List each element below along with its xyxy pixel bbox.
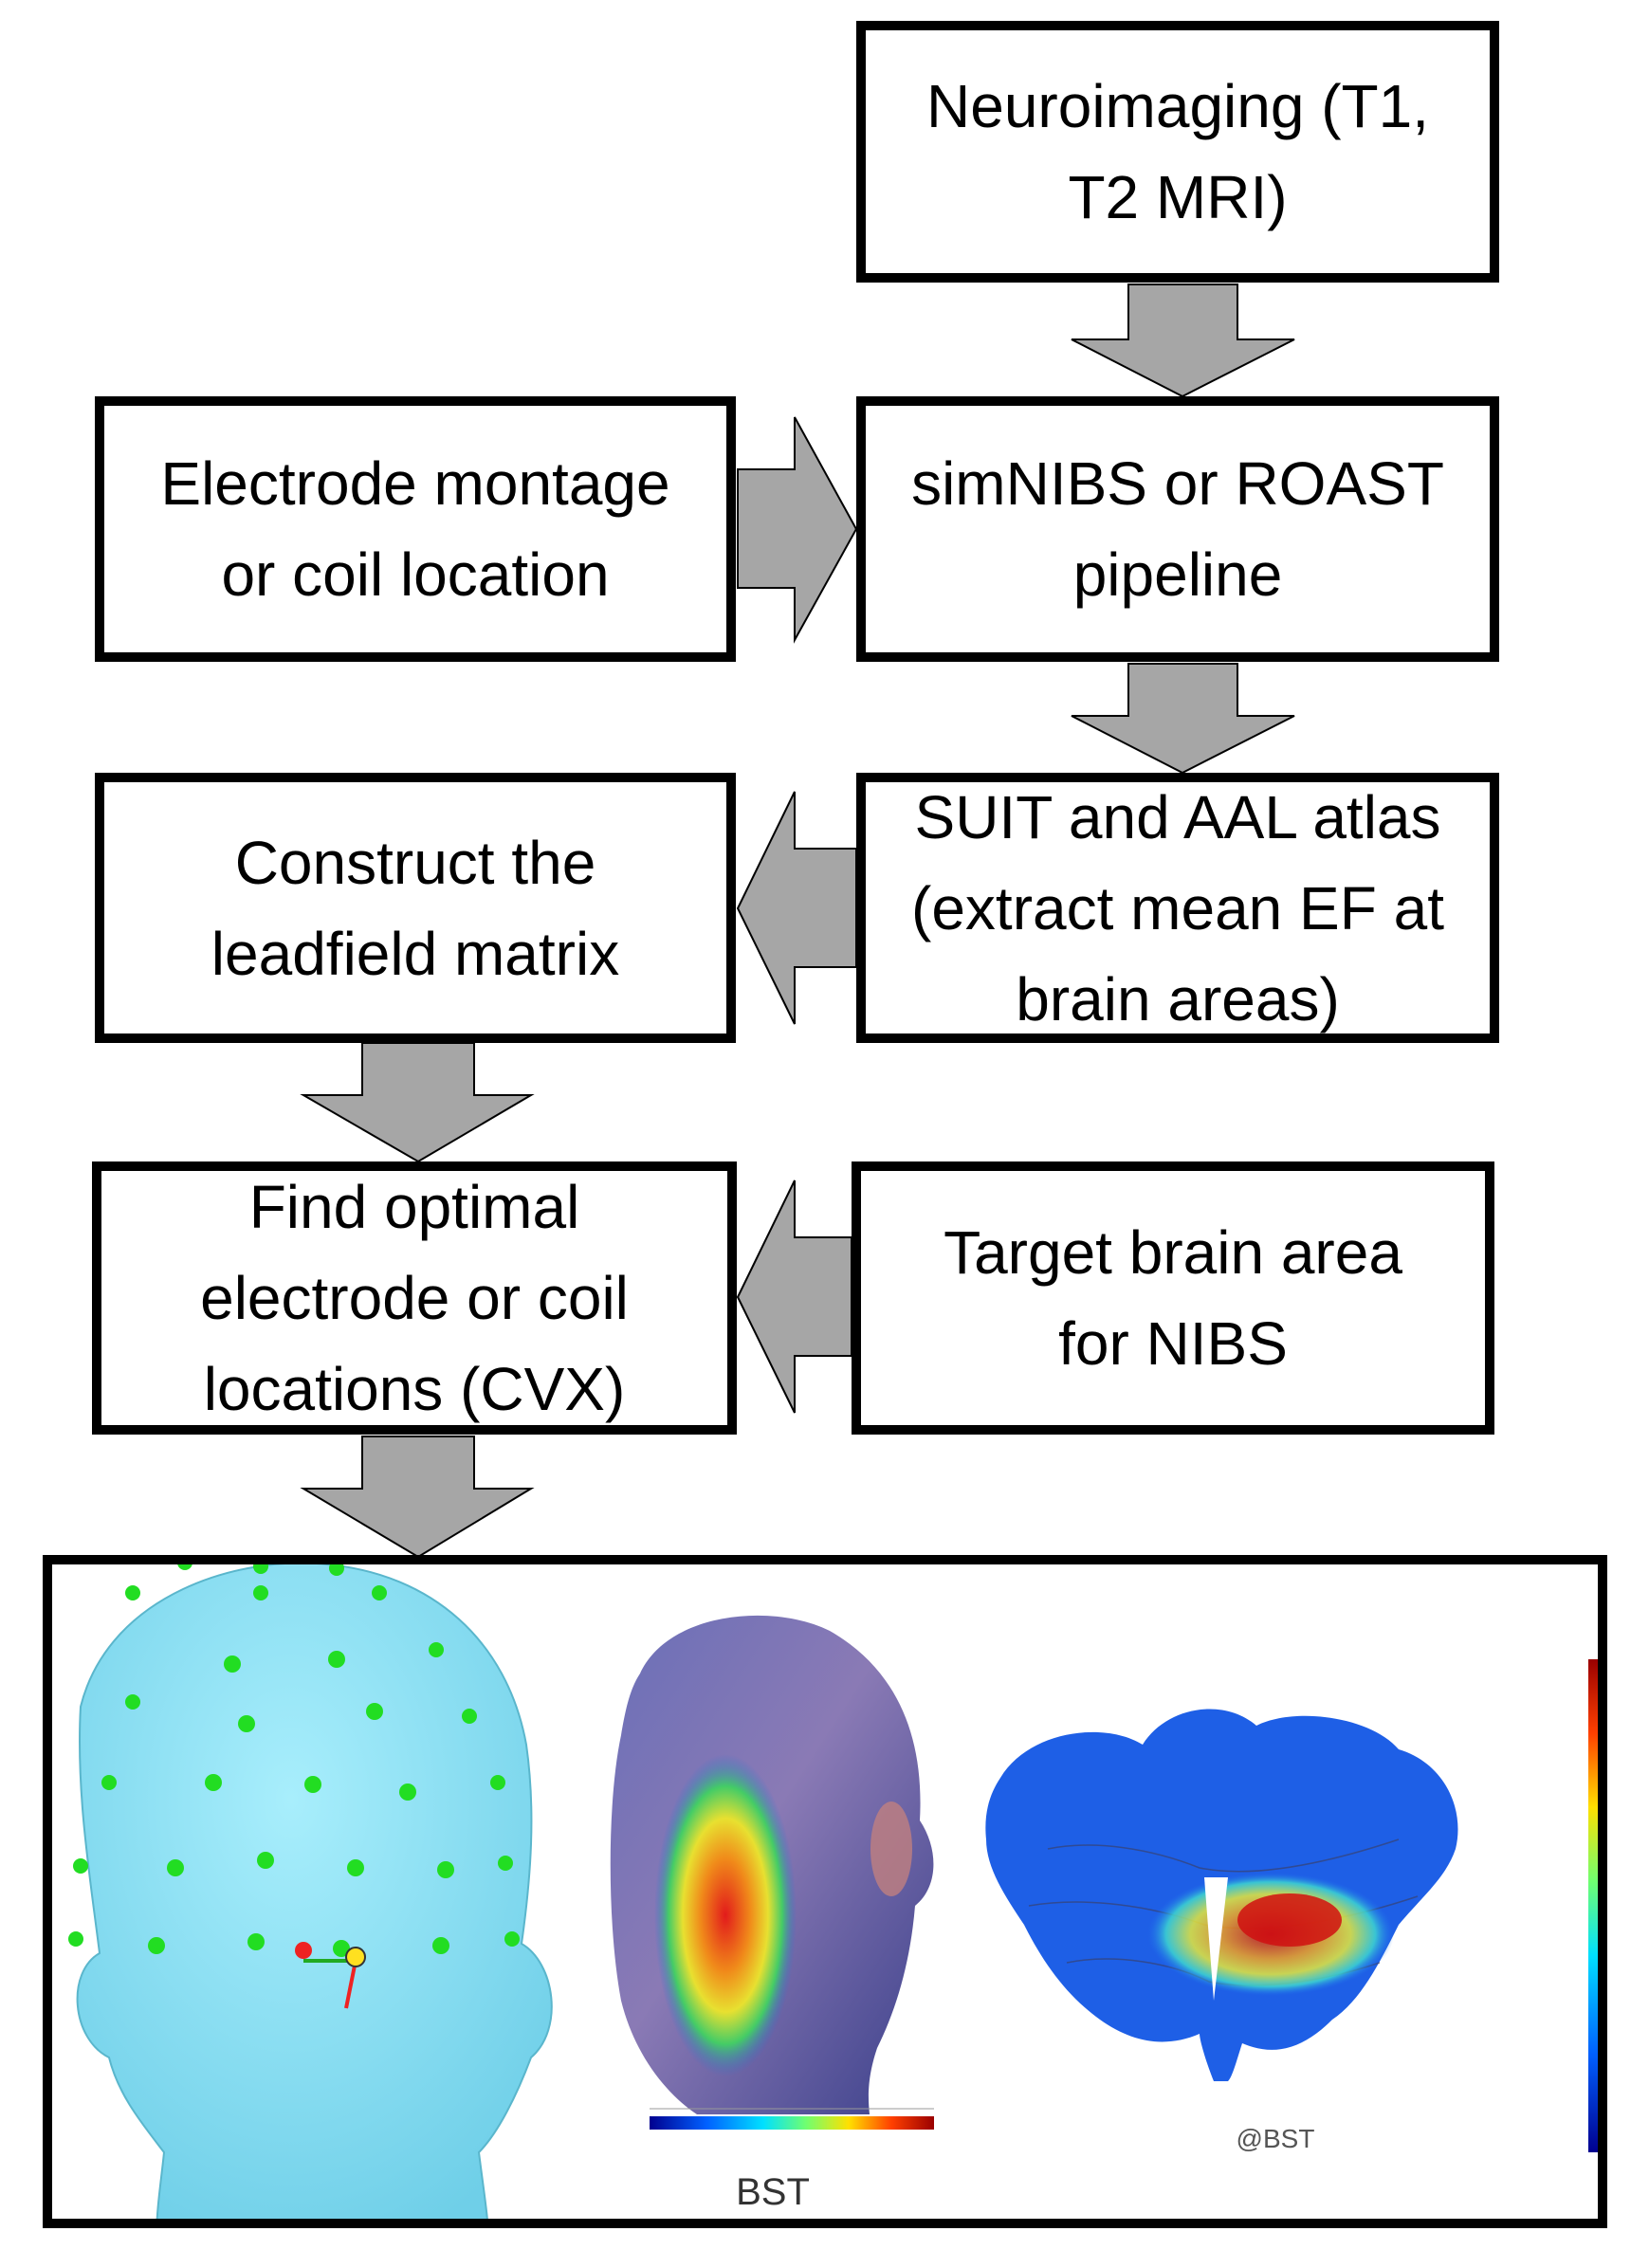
target-box: Target brain area for NIBS	[852, 1161, 1494, 1435]
arrow-down-2	[1071, 663, 1295, 775]
arrow-right-1	[737, 416, 858, 644]
optimal-box: Find optimal electrode or coil locations…	[92, 1161, 737, 1435]
leadfield-box: Construct the leadfield matrix	[95, 773, 736, 1043]
flatmap-bst-label: @BST	[1237, 2124, 1315, 2153]
optimal-label: Find optimal electrode or coil locations…	[200, 1173, 629, 1423]
neuroimaging-box: Neuroimaging (T1, T2 MRI)	[856, 21, 1499, 283]
head-efield-model: BST	[610, 1615, 934, 2213]
leadfield-label: Construct the leadfield matrix	[211, 828, 620, 988]
neuroimaging-label: Neuroimaging (T1, T2 MRI)	[926, 72, 1429, 231]
arrow-down-3	[300, 1042, 535, 1163]
results-panel: BST @BST	[43, 1555, 1607, 2228]
arrow-left-2	[736, 1180, 852, 1414]
head-bst-label: BST	[736, 2171, 810, 2213]
arrow-left-1	[736, 791, 857, 1025]
electrode-montage-label: Electrode montage or coil location	[160, 449, 670, 609]
target-label: Target brain area for NIBS	[944, 1218, 1402, 1378]
pipeline-label: simNIBS or ROAST pipeline	[911, 449, 1444, 609]
arrow-down-1	[1071, 284, 1295, 398]
head-electrode-model	[68, 1564, 553, 2219]
pipeline-box: simNIBS or ROAST pipeline	[856, 396, 1499, 662]
atlas-box: SUIT and AAL atlas (extract mean EF at b…	[856, 773, 1499, 1043]
vertical-colorbar	[1588, 1659, 1598, 2152]
electrode-montage-box: Electrode montage or coil location	[95, 396, 736, 662]
cerebellum-flatmap: @BST	[985, 1709, 1458, 2153]
atlas-label: SUIT and AAL atlas (extract mean EF at b…	[911, 782, 1444, 1033]
arrow-down-4	[300, 1436, 535, 1559]
